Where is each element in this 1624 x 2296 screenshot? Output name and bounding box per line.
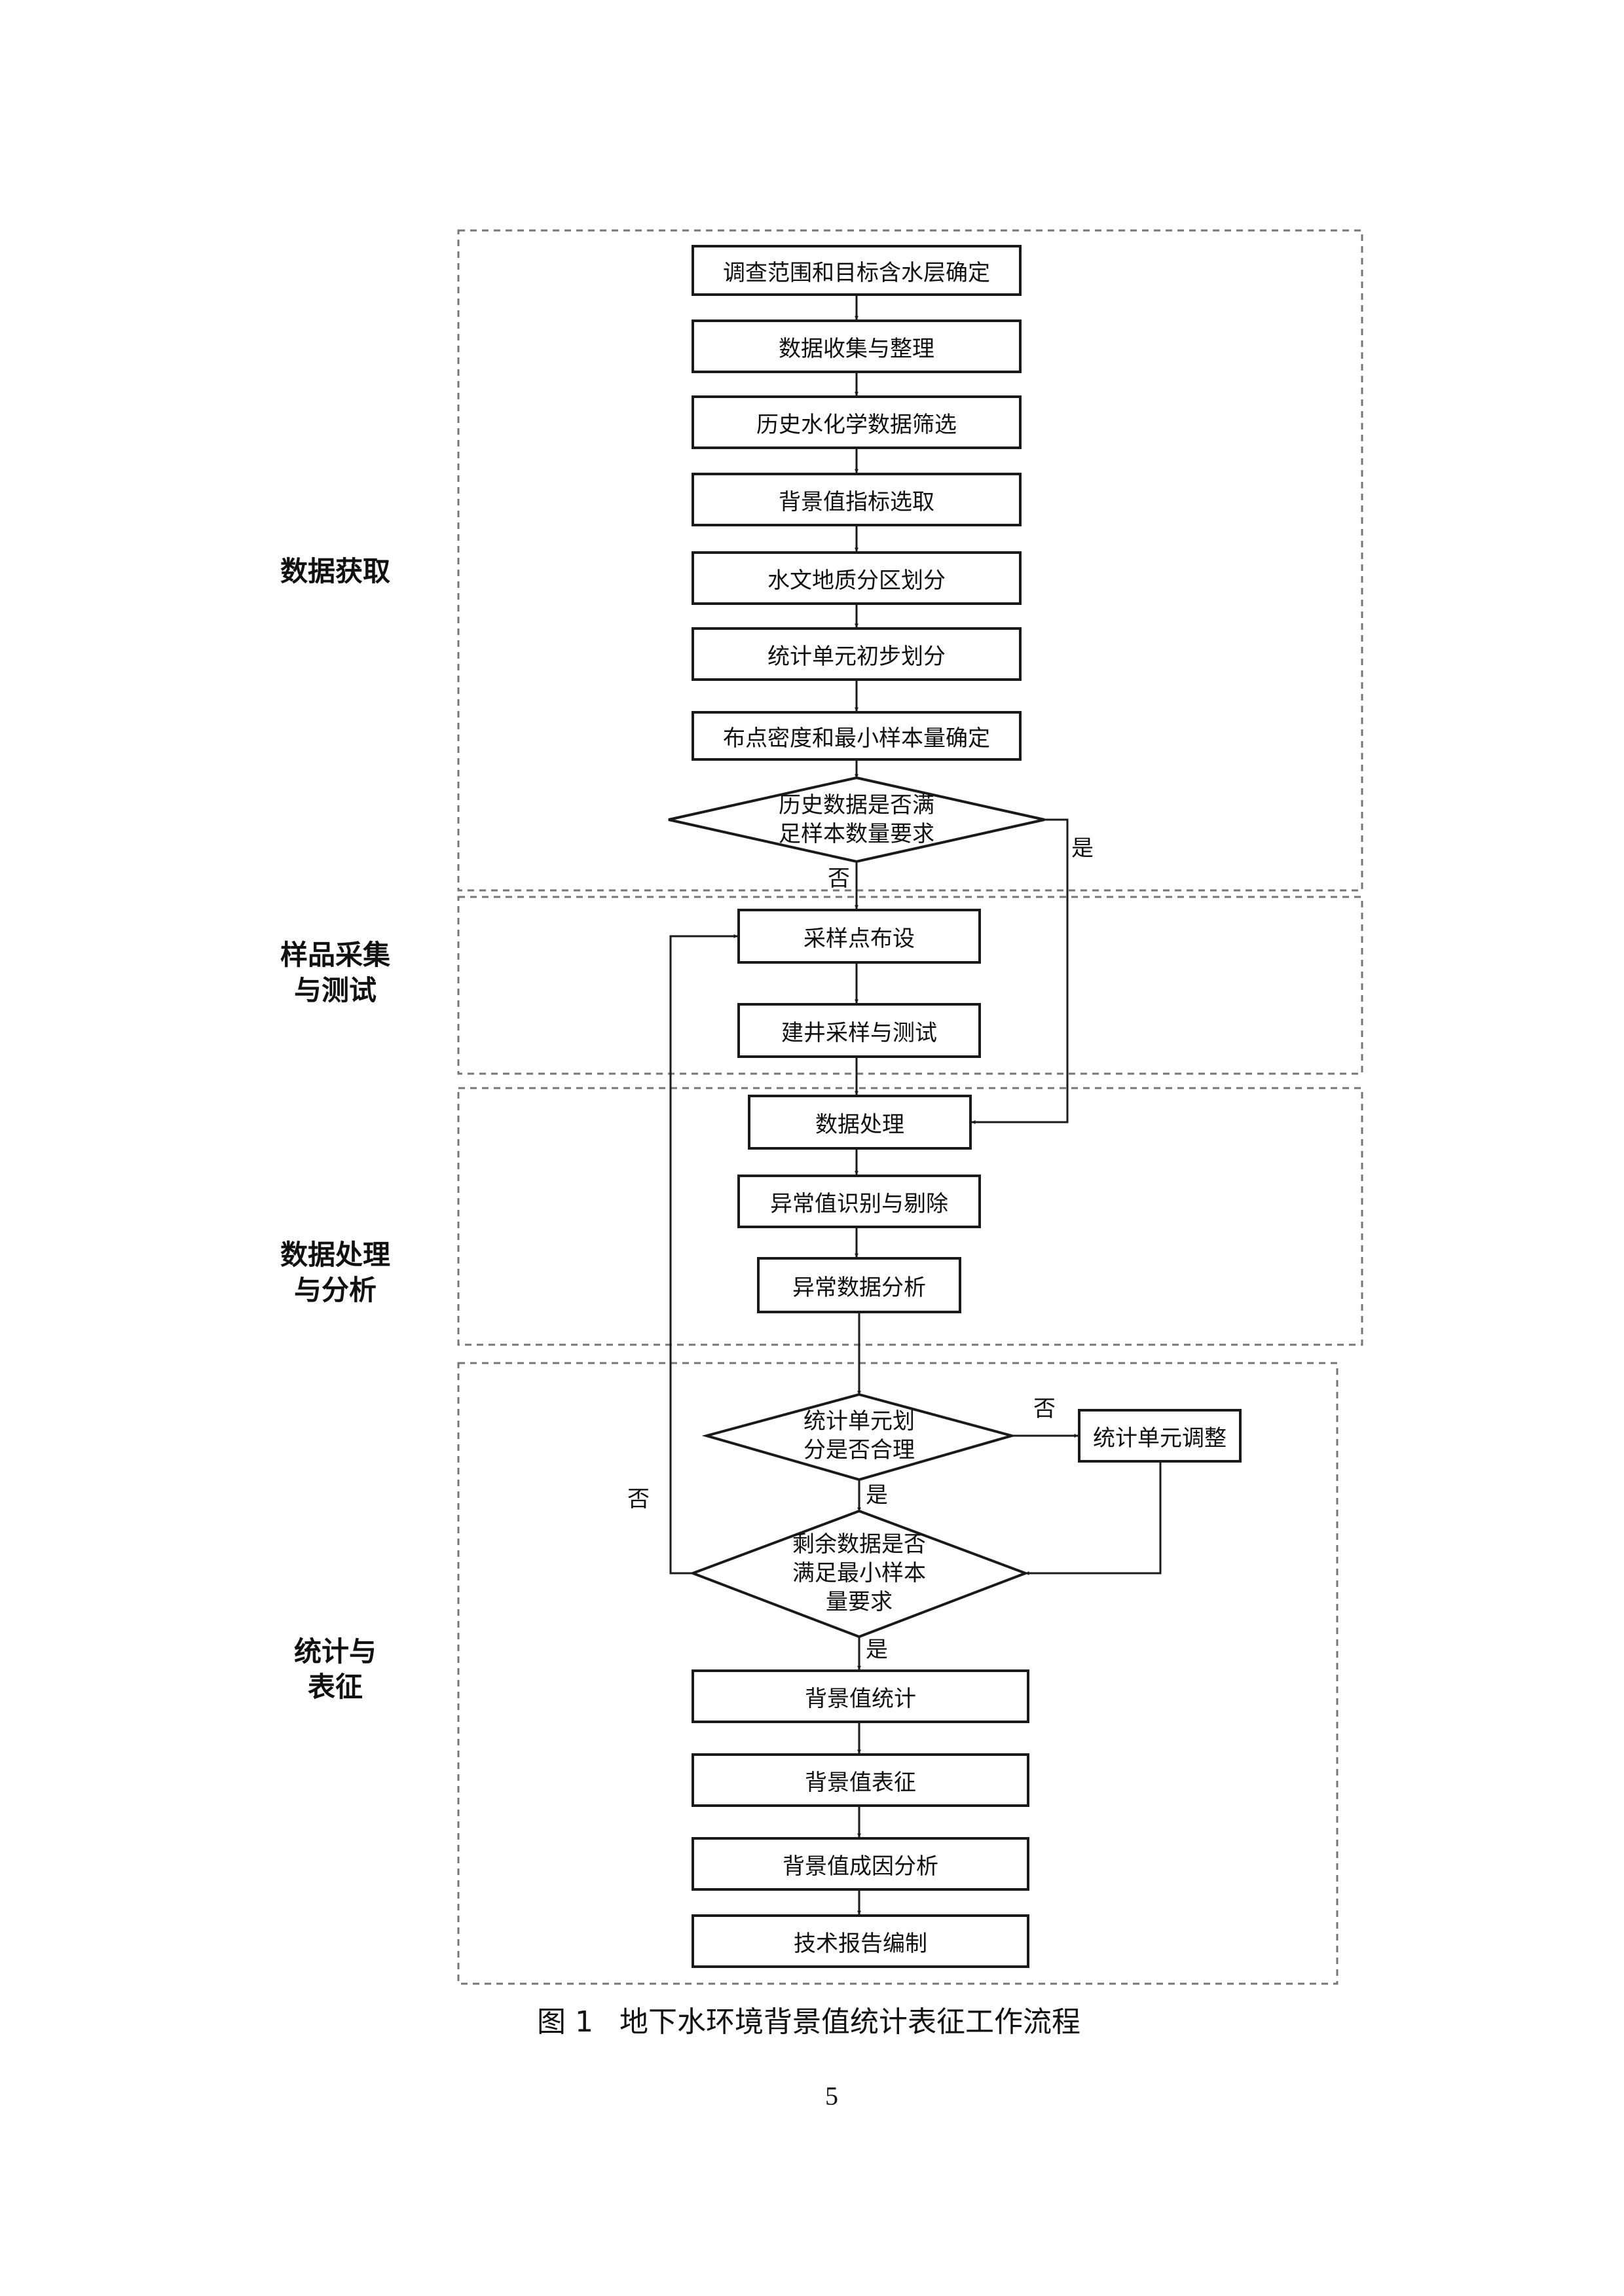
decision-text-line: 量要求	[826, 1589, 893, 1615]
arrow	[971, 818, 1069, 1124]
step-box-data-processing: 数据处理	[748, 1095, 972, 1150]
decision-text-unit-reasonable: 统计单元划 分是否合理	[761, 1407, 957, 1465]
step-box-anomaly-analysis: 异常数据分析	[757, 1257, 961, 1313]
step-box-unit-division: 统计单元初步划分	[692, 627, 1022, 681]
step-box-background-characterization: 背景值表征	[692, 1753, 1029, 1807]
stage-label-sampling: 样品采集 与测试	[257, 938, 414, 1008]
branch-label-no: 否	[627, 1486, 650, 1512]
branch-label-no: 否	[828, 866, 850, 892]
step-box-density-sample-size: 布点密度和最小样本量确定	[692, 711, 1022, 761]
stage-label-line: 与测试	[293, 974, 377, 1006]
figure-number: 图 1	[537, 2005, 593, 2039]
figure-title: 地下水环境背景值统计表征工作流程	[619, 2005, 1080, 2039]
step-box-unit-adjustment: 统计单元调整	[1078, 1409, 1242, 1463]
stage-box-sampling	[457, 896, 1363, 1075]
branch-label-no: 否	[1033, 1396, 1056, 1422]
figure-caption: 图 1 地下水环境背景值统计表征工作流程	[537, 1998, 1080, 2040]
step-box-outlier-removal: 异常值识别与剔除	[737, 1175, 981, 1228]
step-box-well-sampling-testing: 建井采样与测试	[737, 1003, 981, 1058]
step-box-background-statistics: 背景值统计	[692, 1669, 1029, 1723]
stage-label-line: 数据获取	[280, 555, 390, 587]
stage-label-line: 与分析	[293, 1274, 377, 1306]
stage-box-acquisition	[457, 229, 1363, 892]
decision-text-remaining-data: 剩余数据是否 满足最小样本 量要求	[748, 1530, 970, 1616]
page-number: 5	[825, 2081, 838, 2111]
step-box-genesis-analysis: 背景值成因分析	[692, 1837, 1029, 1891]
stage-label-statistics: 统计与 表征	[257, 1634, 414, 1705]
step-box-sampling-layout: 采样点布设	[737, 909, 981, 964]
stage-label-line: 统计与	[293, 1635, 377, 1667]
stage-label-processing: 数据处理 与分析	[257, 1237, 414, 1308]
arrow	[1025, 1463, 1162, 1575]
step-box-report-compilation: 技术报告编制	[692, 1914, 1029, 1968]
decision-text-line: 足样本数量要求	[779, 821, 934, 847]
stage-label-acquisition: 数据获取	[257, 554, 414, 589]
stage-box-processing	[457, 1087, 1363, 1346]
decision-text-line: 统计单元划	[803, 1408, 915, 1434]
stage-box-statistics	[457, 1362, 1338, 1985]
step-box-survey-scope: 调查范围和目标含水层确定	[692, 245, 1022, 296]
branch-label-yes: 是	[1071, 835, 1094, 862]
stage-label-line: 表征	[307, 1671, 363, 1703]
stage-label-line: 数据处理	[280, 1239, 390, 1271]
arrow	[669, 934, 738, 1575]
step-box-history-screening: 历史水化学数据筛选	[692, 395, 1022, 449]
decision-text-line: 满足最小样本	[792, 1560, 926, 1586]
decision-text-line: 剩余数据是否	[792, 1531, 926, 1558]
step-box-hydrogeologic-zoning: 水文地质分区划分	[692, 551, 1022, 605]
step-box-data-collection: 数据收集与整理	[692, 319, 1022, 373]
stage-label-line: 样品采集	[280, 939, 390, 971]
branch-label-yes: 是	[866, 1637, 888, 1663]
step-box-indicator-selection: 背景值指标选取	[692, 473, 1022, 526]
decision-text-line: 分是否合理	[803, 1437, 915, 1463]
branch-label-yes: 是	[866, 1482, 888, 1508]
decision-text-history-sufficient: 历史数据是否满 足样本数量要求	[726, 791, 987, 848]
decision-text-line: 历史数据是否满	[779, 792, 934, 818]
